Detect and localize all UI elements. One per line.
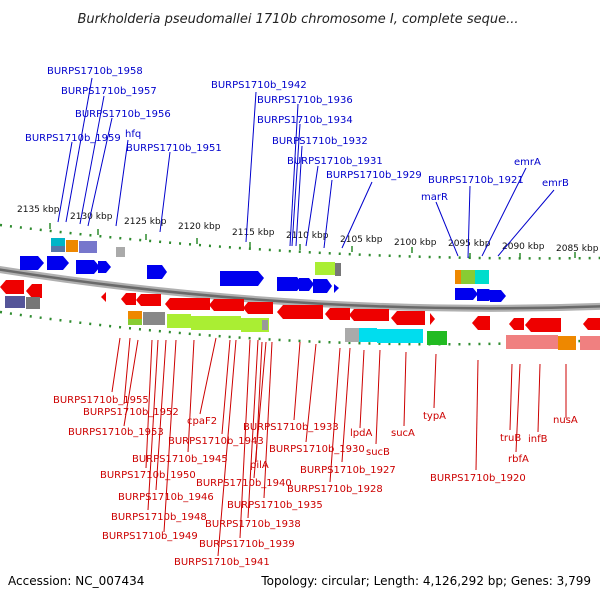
gene-label: BURPS1710b_1921 <box>428 175 524 186</box>
reverse-genes <box>0 280 600 332</box>
gene-label: rbfA <box>508 454 529 465</box>
forward-leader-lines <box>57 77 555 259</box>
forward-features <box>51 238 489 284</box>
gene-label: BURPS1710b_1938 <box>205 519 301 530</box>
gene-label: BURPS1710b_1934 <box>257 115 353 126</box>
reverse-dotted-arc <box>0 310 600 346</box>
gene-label: BURPS1710b_1933 <box>243 422 339 433</box>
accession-text: Accession: NC_007434 <box>8 574 144 588</box>
gene-label: BURPS1710b_1920 <box>430 473 526 484</box>
gene-label: BURPS1710b_1956 <box>75 109 171 120</box>
gene-label: BURPS1710b_1931 <box>287 156 383 167</box>
gene-label: BURPS1710b_1929 <box>326 170 422 181</box>
tick-marks <box>49 223 576 259</box>
gene-label: BURPS1710b_1951 <box>126 143 222 154</box>
kbp-label: 2120 kbp <box>178 222 221 232</box>
gene-label: marR <box>421 192 448 203</box>
kbp-label: 2090 kbp <box>502 242 545 252</box>
gene-label: BURPS1710b_1945 <box>132 454 228 465</box>
gene-label: BURPS1710b_1958 <box>47 66 143 77</box>
gene-label: nusA <box>553 415 578 426</box>
forward-gene-labels: BURPS1710b_1958 BURPS1710b_1957 BURPS171… <box>25 66 569 203</box>
gene-label: BURPS1710b_1942 <box>211 80 307 91</box>
kbp-label: 2085 kbp <box>556 244 599 254</box>
gene-label: infB <box>528 434 548 445</box>
gene-label: BURPS1710b_1932 <box>272 136 368 147</box>
kbp-label: 2100 kbp <box>394 238 437 248</box>
gene-label: sucA <box>391 428 415 439</box>
kbp-label: 2095 kbp <box>448 239 491 249</box>
reverse-leader-lines <box>111 337 567 557</box>
gene-label: BURPS1710b_1946 <box>118 492 214 503</box>
gene-label: BURPS1710b_1940 <box>196 478 292 489</box>
gene-label: lpdA <box>350 428 372 439</box>
kbp-labels: 2135 kbp 2130 kbp 2125 kbp 2120 kbp 2115… <box>17 205 599 254</box>
gene-label: emrA <box>514 157 541 168</box>
gene-label: BURPS1710b_1952 <box>83 407 179 418</box>
gene-label: BURPS1710b_1928 <box>287 484 383 495</box>
gene-label: BURPS1710b_1927 <box>300 465 396 476</box>
backbone-core <box>0 268 600 310</box>
gene-label: BURPS1710b_1941 <box>174 557 270 568</box>
gene-label: BURPS1710b_1955 <box>53 395 149 406</box>
kbp-label: 2125 kbp <box>124 217 167 227</box>
map-title: Burkholderia pseudomallei 1710b chromoso… <box>77 12 518 27</box>
gene-label: truB <box>500 433 521 444</box>
kbp-label: 2115 kbp <box>232 228 275 238</box>
gene-label: sucB <box>366 447 390 458</box>
gene-label: BURPS1710b_1959 <box>25 133 121 144</box>
gene-label: BURPS1710b_1949 <box>102 531 198 542</box>
gene-label: BURPS1710b_1950 <box>100 470 196 481</box>
gene-label: emrB <box>542 178 569 189</box>
gene-label: BURPS1710b_1935 <box>227 500 323 511</box>
topology-summary: Topology: circular; Length: 4,126,292 bp… <box>260 574 591 588</box>
gene-label: pilA <box>250 460 269 471</box>
kbp-label: 2105 kbp <box>340 235 383 245</box>
gene-label: typA <box>423 411 446 422</box>
gene-label: hfq <box>125 129 141 140</box>
gene-label: BURPS1710b_1930 <box>269 444 365 455</box>
gene-label: cpaF2 <box>187 416 217 427</box>
kbp-label: 2130 kbp <box>70 212 113 222</box>
gene-label: BURPS1710b_1957 <box>61 86 157 97</box>
gene-label: BURPS1710b_1953 <box>68 427 164 438</box>
forward-dotted-arc <box>0 223 600 260</box>
gene-label: BURPS1710b_1943 <box>168 436 264 447</box>
forward-genes <box>20 256 506 302</box>
gene-label: BURPS1710b_1939 <box>199 539 295 550</box>
gene-label: BURPS1710b_1948 <box>111 512 207 523</box>
reverse-features <box>5 296 600 350</box>
kbp-label: 2135 kbp <box>17 205 60 215</box>
gene-label: BURPS1710b_1936 <box>257 95 353 106</box>
reverse-gene-labels: BURPS1710b_1955 BURPS1710b_1952 BURPS171… <box>53 395 578 568</box>
